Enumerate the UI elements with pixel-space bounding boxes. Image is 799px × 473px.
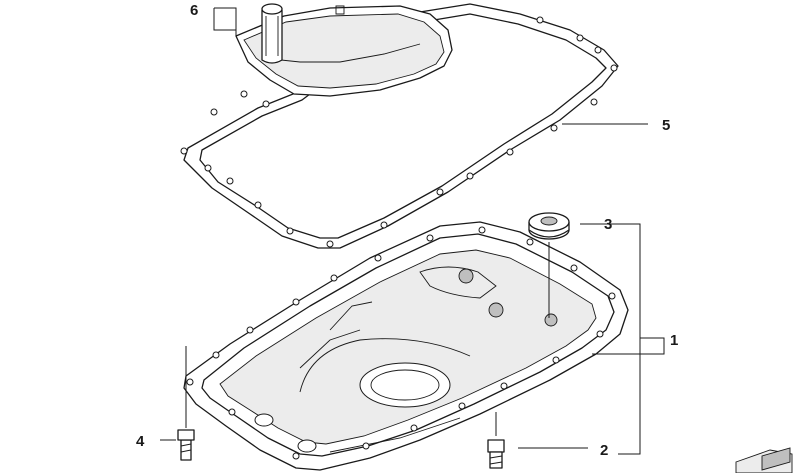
pan-bolt-holes (186, 226, 616, 460)
gasket-bolt-holes (180, 8, 618, 248)
callout-1: 1 (670, 332, 678, 349)
oil-pan-part-1 (183, 221, 629, 471)
callout-3: 3 (604, 216, 612, 233)
drain-plug-part-2 (487, 412, 505, 469)
callout-5: 5 (662, 117, 670, 134)
callout-6: 6 (190, 2, 198, 19)
corner-logo (735, 447, 793, 473)
bolt-part-4 (177, 346, 195, 461)
callout-2: 2 (600, 442, 608, 459)
filter-part-6 (235, 3, 453, 97)
callout-4: 4 (136, 433, 145, 450)
callout-labels: 6 5 3 1 4 2 (136, 2, 678, 459)
leader-lines (160, 7, 665, 455)
grommet-part-3 (528, 212, 570, 318)
